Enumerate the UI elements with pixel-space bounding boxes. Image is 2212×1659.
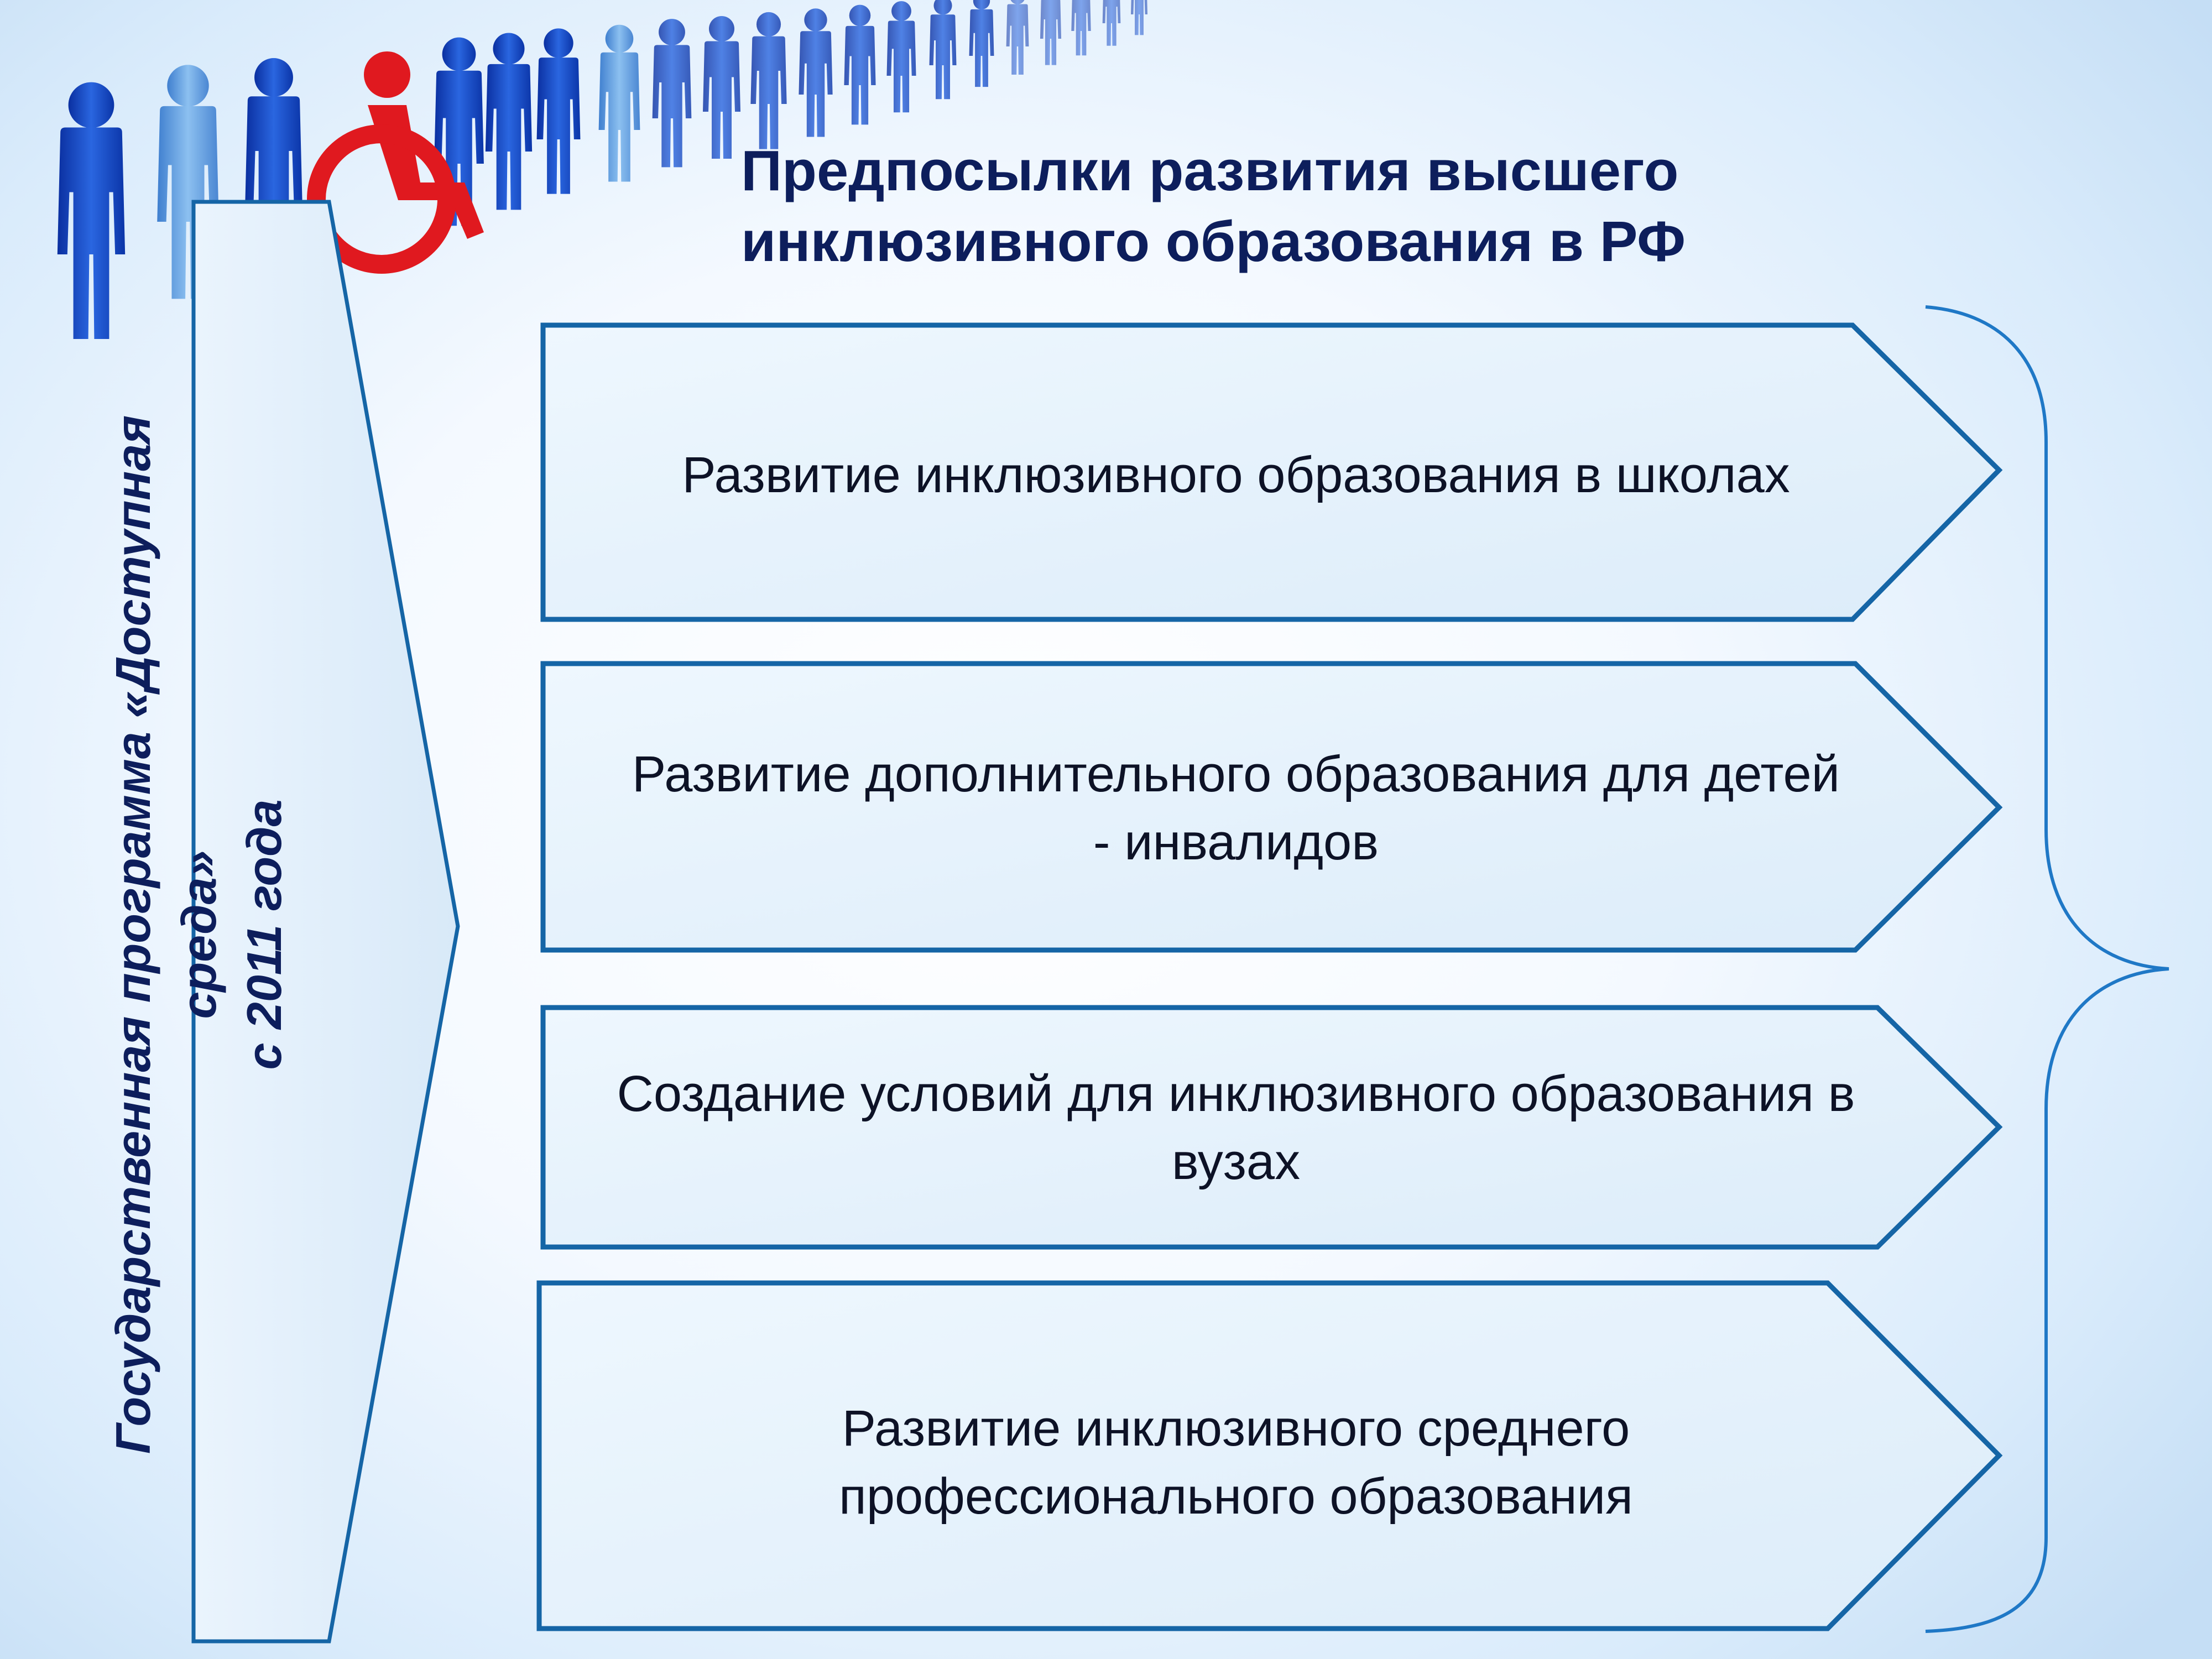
page-title: Предпосылки развития высшего инклюзивног… xyxy=(741,135,1902,276)
box-4-line-2: профессионального образования xyxy=(839,1468,1633,1525)
box-2-text: Развитие дополнительного образования для… xyxy=(553,676,1919,941)
box-2-line-2: - инвалидов xyxy=(1093,814,1379,870)
box-shape-4 xyxy=(536,1280,2003,1631)
box-1-text: Развитие инклюзивного образования в школ… xyxy=(553,337,1919,614)
box-3-line-1: Создание условий для инклюзивного образо… xyxy=(617,1065,1855,1122)
side-banner-line-3: с 2011 года xyxy=(237,799,292,1070)
box-shape-2 xyxy=(540,661,2003,953)
people-crowd-icon xyxy=(57,0,1147,340)
title-line-2: инклюзивного образования в РФ xyxy=(741,209,1686,273)
curly-brace-icon xyxy=(1925,305,2169,1633)
side-banner-line-2: среда» xyxy=(171,850,226,1019)
side-banner-line-1: Государственная программа «Доступная xyxy=(105,415,160,1454)
side-banner-text: Государственная программа «Доступная сре… xyxy=(61,354,337,1515)
box-4-line-1: Развитие инклюзивного среднего xyxy=(842,1400,1630,1457)
box-4-text: Развитие инклюзивного среднего профессио… xyxy=(553,1330,1919,1595)
box-2-line-1: Развитие дополнительного образования для… xyxy=(632,745,1840,802)
box-shape-3 xyxy=(540,1005,2003,1250)
title-line-1: Предпосылки развития высшего xyxy=(741,139,1679,202)
box-3-line-2: вузах xyxy=(1171,1134,1301,1190)
wheelchair-user-icon xyxy=(307,51,484,274)
box-shape-1 xyxy=(540,322,2003,622)
side-banner-shape xyxy=(191,200,460,1644)
box-3-text: Создание условий для инклюзивного образо… xyxy=(553,1018,1919,1239)
box-1-line-1: Развитие инклюзивного образования в школ… xyxy=(682,447,1790,504)
